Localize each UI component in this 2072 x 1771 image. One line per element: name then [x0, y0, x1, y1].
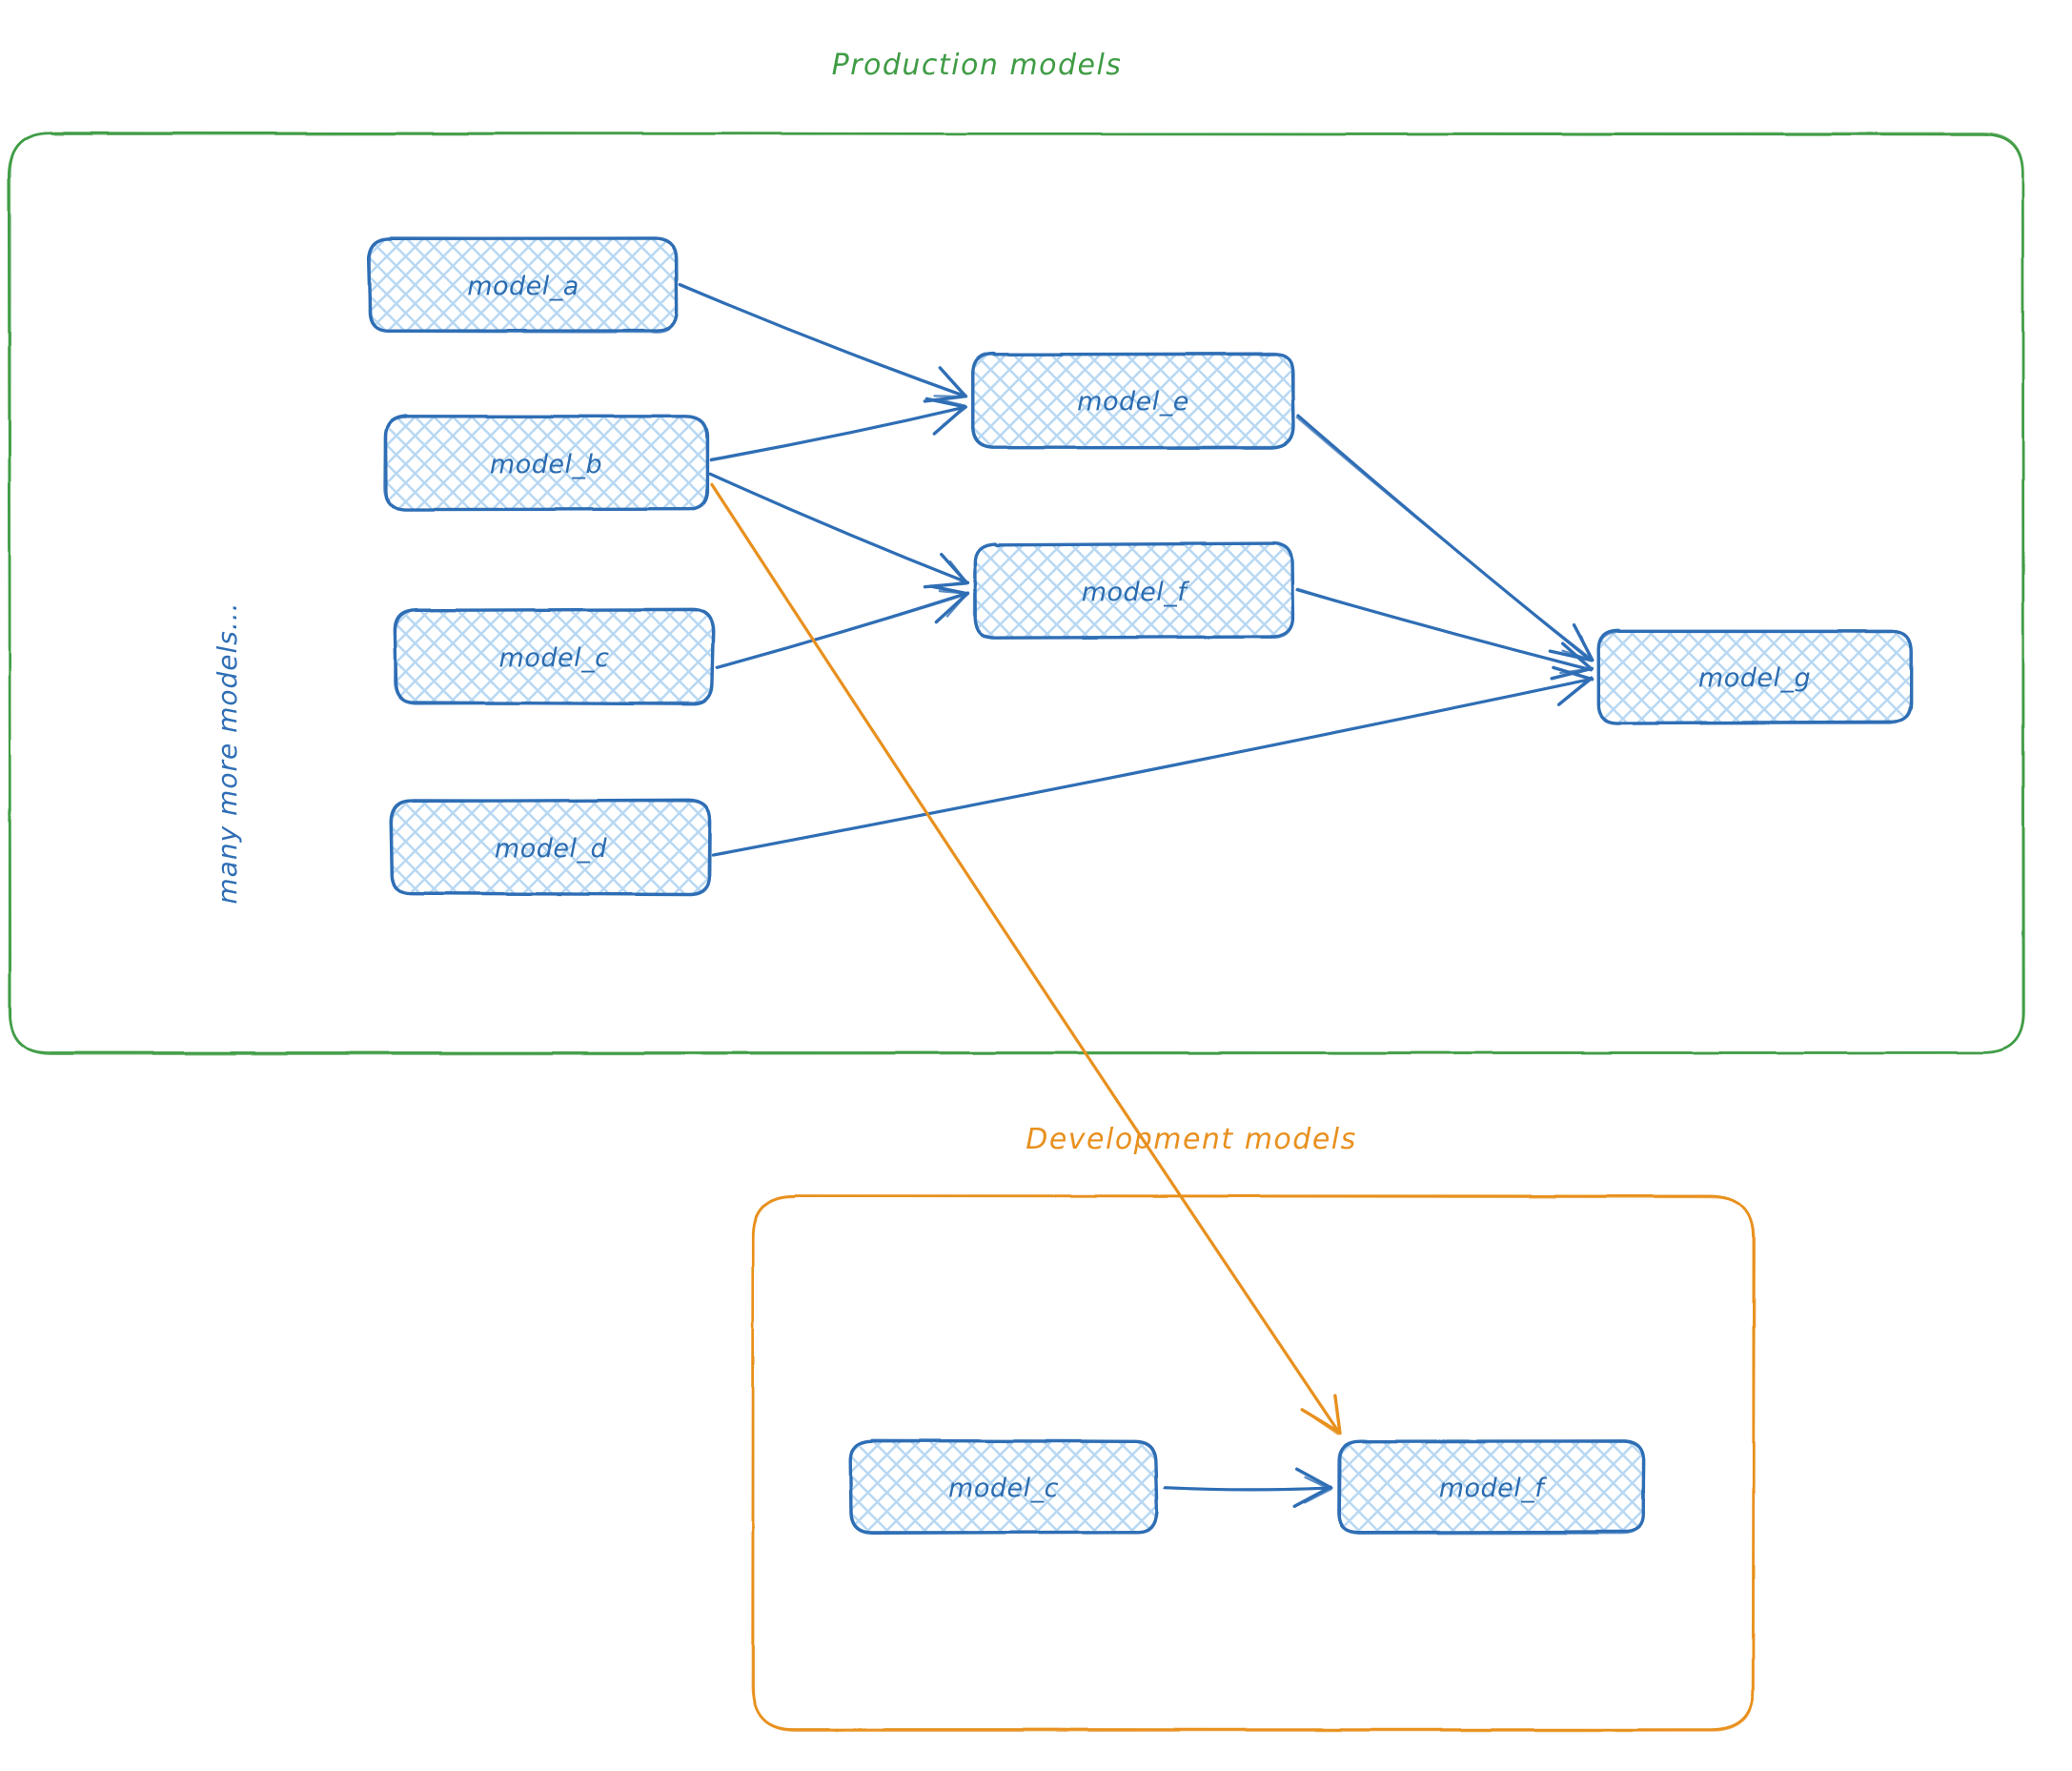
- node-label: model_d: [495, 834, 608, 864]
- edges-layer: [678, 282, 1595, 1508]
- node-dev_model_f[interactable]: model_f: [1336, 1439, 1646, 1535]
- group-containers: [7, 132, 2025, 1732]
- edge-b-to-devf: [710, 482, 1342, 1435]
- group-container-production: [7, 132, 2025, 1056]
- node-prod_model_g[interactable]: model_g: [1596, 628, 1913, 725]
- edge-e-to-g: [1295, 414, 1595, 662]
- side-note-many-more-models: many more models...: [212, 601, 243, 904]
- node-prod_model_b[interactable]: model_b: [383, 414, 710, 512]
- nodes-layer: model_a model_b model_c model_d model_emodel…: [367, 236, 1913, 1535]
- node-prod_model_e[interactable]: model_e: [970, 351, 1295, 450]
- edge-d-to-g: [711, 665, 1595, 857]
- node-prod_model_c[interactable]: model_c: [393, 607, 716, 706]
- node-label: model_f: [1439, 1474, 1548, 1503]
- group-container-development: [751, 1194, 1757, 1732]
- edge-b-to-e: [709, 397, 967, 462]
- node-label: model_c: [499, 643, 610, 673]
- node-label: model_a: [467, 272, 579, 301]
- group-title-development: Development models: [1026, 1123, 1357, 1156]
- node-dev_model_c[interactable]: model_c: [848, 1438, 1159, 1535]
- node-prod_model_d[interactable]: model_d: [389, 798, 712, 897]
- edge-a-to-e: [678, 282, 968, 403]
- group-title-production: Production models: [832, 49, 1123, 82]
- node-label: model_c: [948, 1474, 1059, 1503]
- node-label: model_e: [1077, 387, 1189, 417]
- edge-c-to-f: [715, 584, 970, 669]
- node-label: model_b: [490, 450, 602, 479]
- node-prod_model_a[interactable]: model_a: [367, 236, 679, 334]
- edge-f-to-g: [1295, 587, 1595, 681]
- node-label: model_f: [1082, 578, 1190, 607]
- edge-devc-to-devf: [1163, 1467, 1333, 1508]
- edge-b-to-f: [708, 472, 970, 589]
- node-prod_model_f[interactable]: model_f: [973, 541, 1295, 640]
- node-label: model_g: [1698, 663, 1811, 693]
